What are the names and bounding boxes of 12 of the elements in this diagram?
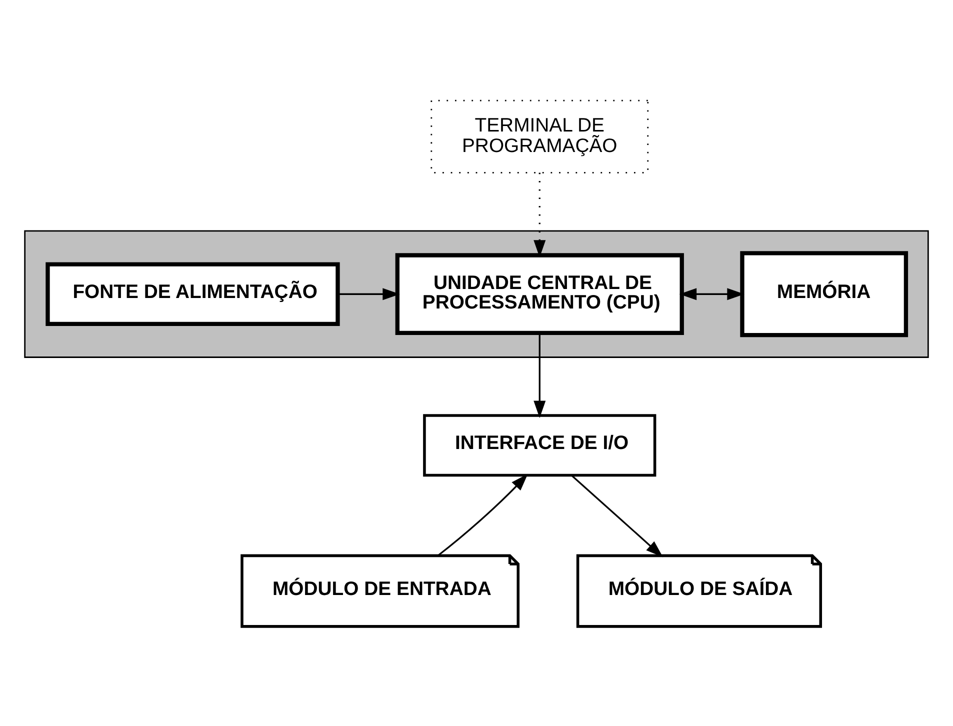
- arrow: [338, 288, 400, 300]
- arrow: [571, 474, 664, 557]
- arrow: [534, 332, 546, 418]
- arrow: [534, 172, 546, 257]
- cluster: [24, 230, 929, 358]
- arrow: [679, 288, 744, 300]
- node-box: MEMÓRIA: [740, 250, 908, 337]
- node-box: TERMINAL DE PROGRAMAÇÃO: [430, 99, 649, 173]
- node-box: FONTE DE ALIMENTAÇÃO: [46, 262, 340, 326]
- node-box: INTERFACE DE I/O: [423, 414, 656, 476]
- node-box: UNIDADE CENTRAL DE PROCESSAMENTO (CPU): [395, 252, 684, 335]
- arrow: [438, 473, 528, 556]
